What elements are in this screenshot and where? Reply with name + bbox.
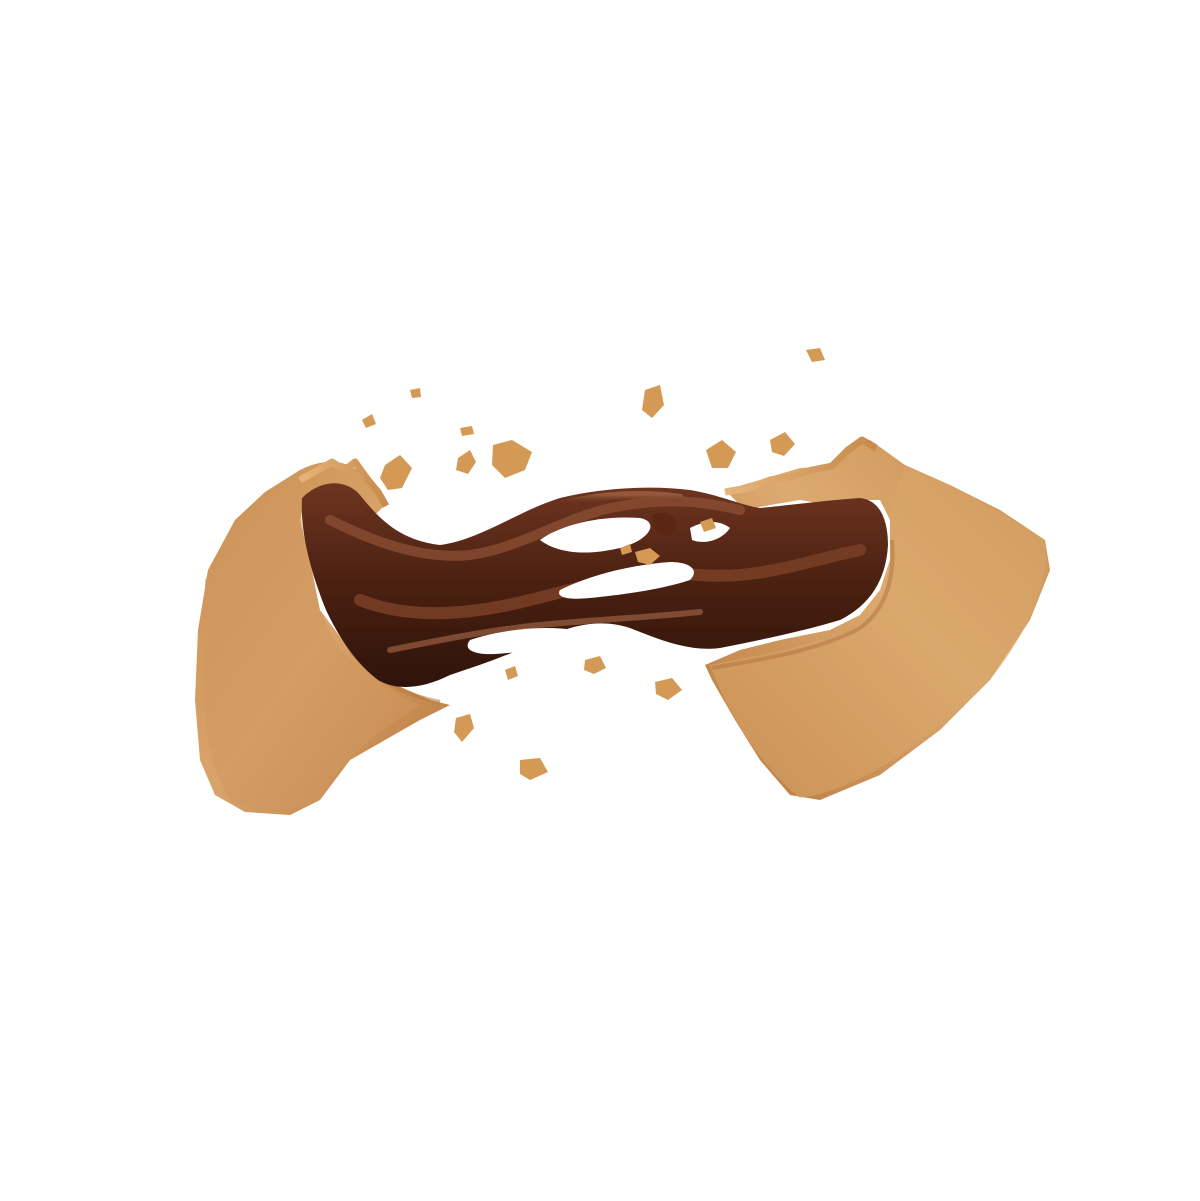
chocolate-gap-3	[467, 628, 575, 655]
right-cookie-shading	[710, 465, 1046, 798]
crumb	[362, 414, 376, 428]
crumb	[492, 440, 532, 478]
chocolate-highlight-1	[325, 496, 745, 561]
left-cookie-shading	[203, 475, 420, 810]
chocolate-gap-2	[559, 562, 694, 599]
crumb	[520, 758, 548, 780]
crumb	[806, 348, 825, 362]
crumb	[620, 544, 632, 555]
crumb	[460, 426, 474, 436]
chocolate-gap-1	[540, 517, 651, 553]
chocolate-highlight-3	[387, 609, 703, 653]
right-cookie-rim	[724, 436, 878, 496]
chocolate-droplet	[652, 513, 677, 537]
crumb	[380, 455, 412, 490]
crumb	[505, 666, 518, 680]
crumb	[635, 548, 660, 565]
cookie-crumbs	[362, 348, 825, 780]
crumb	[706, 440, 736, 468]
crumb	[655, 678, 682, 700]
crumb	[642, 385, 664, 418]
chocolate-stretch	[301, 483, 888, 687]
left-cookie-rim	[298, 458, 390, 508]
right-cookie-half	[705, 436, 1050, 800]
left-cookie-half	[195, 458, 450, 815]
crumb	[410, 388, 421, 398]
chocolate-gap-4	[690, 522, 730, 542]
chocolate-shine	[556, 490, 684, 509]
right-cookie-fold	[711, 539, 895, 670]
crumb	[700, 518, 716, 532]
crumb	[456, 450, 476, 474]
crumb	[454, 714, 474, 742]
crumb	[584, 656, 606, 674]
crumb	[770, 432, 795, 456]
